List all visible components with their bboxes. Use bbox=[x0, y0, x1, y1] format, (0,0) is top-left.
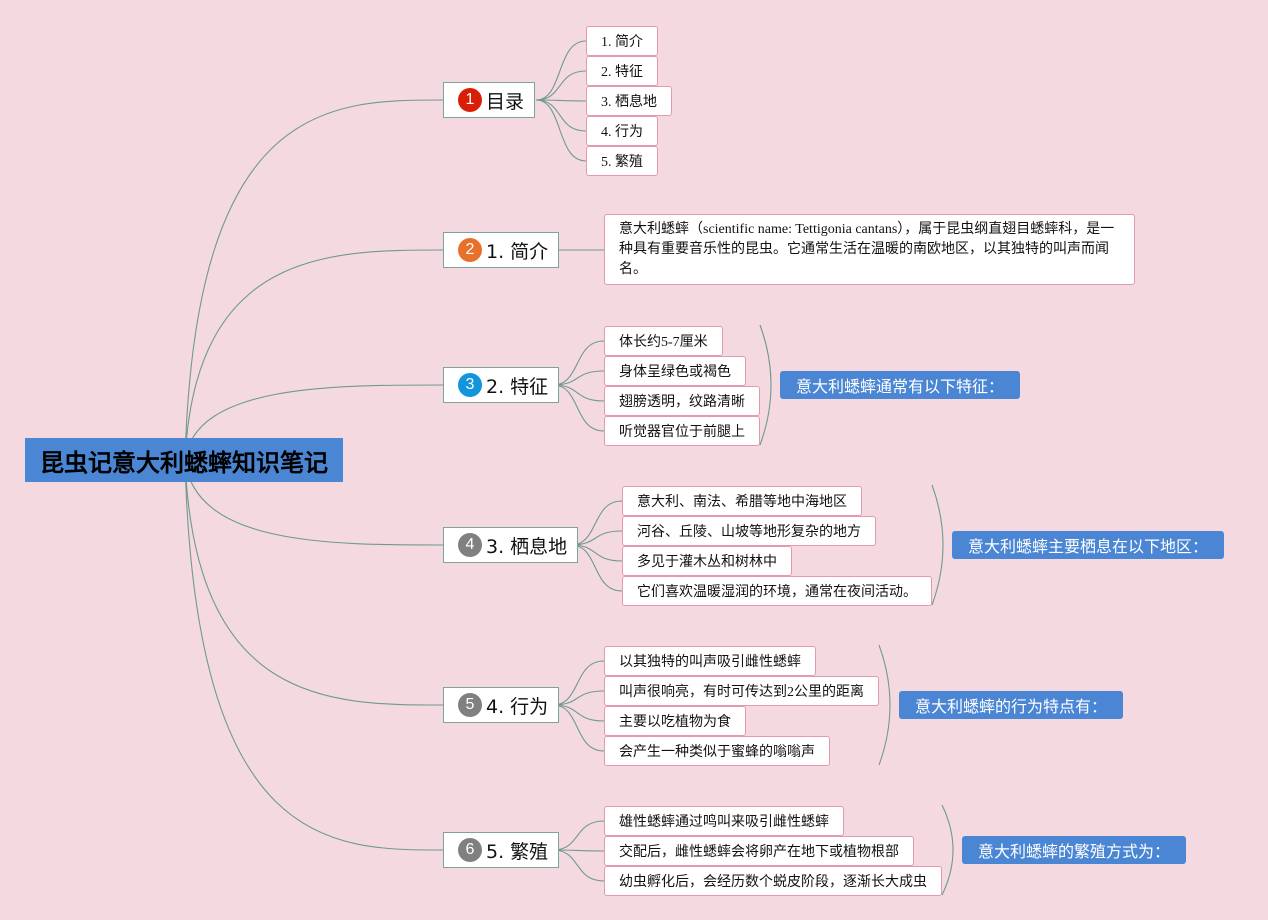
branch-connector bbox=[184, 459, 444, 546]
leaf-connector bbox=[552, 820, 605, 851]
branch-label: 3. 栖息地 bbox=[486, 535, 568, 558]
features-summary[interactable]: 意大利蟋蟀通常有以下特征： bbox=[780, 371, 1021, 399]
branch-label: 4. 行为 bbox=[486, 695, 549, 718]
behavior-item[interactable]: 叫声很响亮，有时可传达到2公里的距离 bbox=[604, 676, 879, 706]
leaf-connector bbox=[552, 704, 605, 752]
reproduction-item[interactable]: 幼虫孵化后，会经历数个蜕皮阶段，逐渐长大成虫 bbox=[604, 866, 942, 896]
feature-item[interactable]: 身体呈绿色或褐色 bbox=[604, 356, 746, 386]
toc-item[interactable]: 4. 行为 bbox=[586, 116, 658, 146]
habitat-item[interactable]: 河谷、丘陵、山坡等地形复杂的地方 bbox=[622, 516, 876, 546]
leaf-connector bbox=[552, 704, 605, 722]
branch-behavior[interactable]: 5 4. 行为 bbox=[443, 687, 560, 723]
leaf-connector bbox=[570, 544, 623, 562]
behavior-item[interactable]: 以其独特的叫声吸引雌性蟋蟀 bbox=[604, 646, 816, 676]
leaf-connector bbox=[535, 99, 587, 102]
branch-connector bbox=[184, 459, 444, 851]
leaf-connector bbox=[570, 500, 623, 546]
leaf-connector bbox=[552, 849, 605, 882]
leaf-connector bbox=[570, 544, 623, 592]
toc-item[interactable]: 1. 简介 bbox=[586, 26, 658, 56]
branch-connector bbox=[184, 384, 444, 461]
habitat-item[interactable]: 多见于灌木丛和树林中 bbox=[622, 546, 792, 576]
leaf-connector bbox=[552, 690, 605, 706]
branch-connector bbox=[184, 99, 444, 461]
badge-2-icon: 2 bbox=[458, 238, 482, 262]
badge-3-icon: 3 bbox=[458, 373, 482, 397]
branch-connector bbox=[184, 459, 444, 706]
leaf-connector bbox=[570, 530, 623, 546]
leaf-connector bbox=[535, 99, 587, 132]
branch-habitat[interactable]: 4 3. 栖息地 bbox=[443, 527, 579, 563]
reproduction-item[interactable]: 交配后，雌性蟋蟀会将卵产在地下或植物根部 bbox=[604, 836, 914, 866]
behavior-item[interactable]: 主要以吃植物为食 bbox=[604, 706, 746, 736]
branch-label: 5. 繁殖 bbox=[486, 840, 549, 863]
branch-label: 目录 bbox=[486, 90, 525, 113]
intro-paragraph[interactable]: 意大利蟋蟀（scientific name: Tettigonia cantan… bbox=[604, 214, 1135, 285]
summary-bracket bbox=[931, 484, 944, 606]
branch-intro[interactable]: 2 1. 简介 bbox=[443, 232, 560, 268]
summary-bracket bbox=[941, 804, 954, 896]
branch-toc[interactable]: 1 目录 bbox=[443, 82, 536, 118]
reproduction-item[interactable]: 雄性蟋蟀通过鸣叫来吸引雌性蟋蟀 bbox=[604, 806, 844, 836]
root-topic[interactable]: 昆虫记意大利蟋蟀知识笔记 bbox=[25, 438, 343, 482]
behavior-summary[interactable]: 意大利蟋蟀的行为特点有： bbox=[899, 691, 1124, 719]
leaf-connector bbox=[535, 70, 587, 101]
branch-connector bbox=[184, 249, 444, 461]
habitat-item[interactable]: 它们喜欢温暖湿润的环境，通常在夜间活动。 bbox=[622, 576, 932, 606]
toc-item[interactable]: 3. 栖息地 bbox=[586, 86, 672, 116]
reproduction-summary[interactable]: 意大利蟋蟀的繁殖方式为： bbox=[962, 836, 1187, 864]
feature-item[interactable]: 听觉器官位于前腿上 bbox=[604, 416, 760, 446]
summary-bracket bbox=[878, 644, 891, 766]
habitat-item[interactable]: 意大利、南法、希腊等地中海地区 bbox=[622, 486, 862, 516]
habitat-summary[interactable]: 意大利蟋蟀主要栖息在以下地区： bbox=[952, 531, 1225, 559]
feature-item[interactable]: 体长约5-7厘米 bbox=[604, 326, 723, 356]
branch-features[interactable]: 3 2. 特征 bbox=[443, 367, 560, 403]
badge-1-icon: 1 bbox=[458, 88, 482, 112]
summary-bracket bbox=[759, 324, 772, 446]
toc-item[interactable]: 2. 特征 bbox=[586, 56, 658, 86]
badge-4-icon: 4 bbox=[458, 533, 482, 557]
badge-6-icon: 6 bbox=[458, 838, 482, 862]
badge-5-icon: 5 bbox=[458, 693, 482, 717]
toc-item[interactable]: 5. 繁殖 bbox=[586, 146, 658, 176]
feature-item[interactable]: 翅膀透明，纹路清晰 bbox=[604, 386, 760, 416]
leaf-connector bbox=[535, 40, 587, 101]
branch-label: 2. 特征 bbox=[486, 375, 549, 398]
leaf-connector bbox=[552, 849, 605, 852]
leaf-connector bbox=[535, 99, 587, 162]
branch-label: 1. 简介 bbox=[486, 240, 549, 263]
branch-reproduction[interactable]: 6 5. 繁殖 bbox=[443, 832, 560, 868]
leaf-connector bbox=[552, 370, 605, 386]
leaf-connector bbox=[552, 384, 605, 432]
behavior-item[interactable]: 会产生一种类似于蜜蜂的嗡嗡声 bbox=[604, 736, 830, 766]
leaf-connector bbox=[552, 340, 605, 386]
leaf-connector bbox=[552, 660, 605, 706]
leaf-connector bbox=[552, 384, 605, 402]
